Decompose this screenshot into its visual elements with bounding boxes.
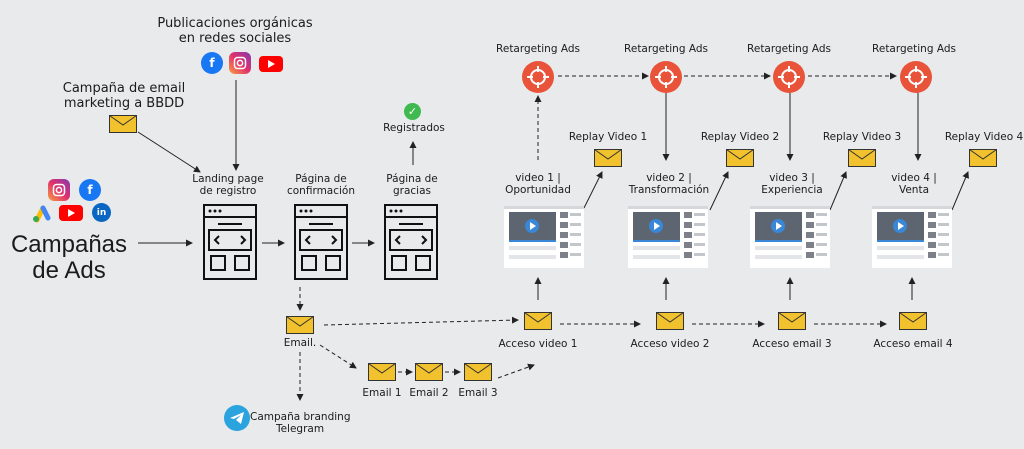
telegram-label-line1: Campaña branding [250, 411, 351, 423]
confirm-label-line2: confirmación [286, 185, 356, 197]
telegram-label: Campaña branding Telegram [250, 411, 351, 435]
mail-icon [656, 312, 684, 330]
retargeting-label-1: Retargeting Ads [496, 43, 580, 55]
email-3-label: Email 3 [458, 387, 498, 399]
registered-label: Registrados [383, 122, 445, 134]
retargeting-label-2: Retargeting Ads [624, 43, 708, 55]
email-1-label: Email 1 [362, 387, 402, 399]
ads-title: Campañas de Ads [6, 232, 132, 284]
landing-label: Landing page de registro [186, 173, 270, 197]
landing-label-line2: de registro [199, 185, 257, 197]
telegram-icon [224, 405, 250, 431]
thanks-page-icon [384, 204, 438, 280]
target-icon [773, 61, 805, 93]
landing-page-icon [203, 204, 257, 280]
thanks-label-line1: Página de [386, 173, 438, 185]
instagram-icon [48, 179, 70, 201]
video-page-thumbnail [750, 206, 830, 268]
email-campaign-line2: marketing a BBDD [63, 96, 185, 111]
youtube-icon [259, 56, 283, 72]
video-label-4-line1: video 4 | [891, 172, 937, 184]
video-label-2-line2: Transformación [628, 184, 710, 196]
ads-title-line2: de Ads [32, 257, 106, 284]
youtube-icon [59, 205, 83, 221]
video-label-4-line2: Venta [898, 184, 930, 196]
mail-icon [778, 312, 806, 330]
facebook-icon: f [79, 179, 101, 201]
video-label-2: video 2 | Transformación [624, 172, 714, 196]
email-campaign-label: Campaña de email marketing a BBDD [50, 81, 198, 111]
mail-icon [524, 312, 552, 330]
instagram-icon [229, 52, 251, 74]
replay-label-1: Replay Video 1 [568, 131, 648, 143]
mail-icon [594, 149, 622, 167]
check-icon: ✓ [404, 103, 421, 120]
mail-icon [899, 312, 927, 330]
linkedin-icon: in [92, 203, 111, 222]
mail-icon [286, 316, 314, 334]
thanks-label-line2: gracias [392, 185, 431, 197]
landing-label-line1: Landing page [192, 173, 264, 185]
email-campaign-line1: Campaña de email [62, 81, 186, 96]
replay-label-4: Replay Video 4 [944, 131, 1024, 143]
video-page-thumbnail [628, 206, 708, 268]
telegram-label-line2: Telegram [275, 423, 325, 435]
confirmation-page-icon [294, 204, 348, 280]
email-2-label: Email 2 [409, 387, 449, 399]
organic-title-line2: en redes sociales [178, 31, 292, 46]
google-ads-icon [32, 205, 52, 223]
video-label-1: video 1 | Oportunidad [500, 172, 576, 196]
video-page-thumbnail [872, 206, 952, 268]
target-icon [900, 61, 932, 93]
access-label-1: Acceso video 1 [498, 338, 578, 350]
mail-icon [726, 149, 754, 167]
retargeting-label-3: Retargeting Ads [747, 43, 831, 55]
mail-icon [415, 363, 443, 381]
organic-title: Publicaciones orgánicas en redes sociale… [150, 16, 320, 46]
video-label-3-line2: Experiencia [761, 184, 823, 196]
video-label-1-line1: video 1 | [515, 172, 561, 184]
access-label-4: Acceso email 4 [873, 338, 953, 350]
ads-title-line1: Campañas [10, 231, 128, 258]
thanks-label: Página de gracias [370, 173, 454, 197]
replay-label-3: Replay Video 3 [822, 131, 902, 143]
access-label-2: Acceso video 2 [630, 338, 710, 350]
email-node-label: Email. [283, 337, 317, 349]
replay-label-2: Replay Video 2 [700, 131, 780, 143]
video-label-4: video 4 | Venta [876, 172, 952, 196]
facebook-icon: f [201, 52, 223, 74]
mail-icon [464, 363, 492, 381]
retargeting-label-4: Retargeting Ads [872, 43, 956, 55]
target-icon [522, 61, 554, 93]
mail-icon [969, 149, 997, 167]
video-label-3: video 3 | Experiencia [752, 172, 832, 196]
target-icon [650, 61, 682, 93]
video-page-thumbnail [504, 206, 584, 268]
organic-title-line1: Publicaciones orgánicas [157, 16, 313, 31]
video-label-2-line1: video 2 | [646, 172, 692, 184]
mail-icon [109, 115, 137, 133]
confirm-label-line1: Página de [295, 173, 347, 185]
mail-icon [368, 363, 396, 381]
video-label-1-line2: Oportunidad [505, 184, 571, 196]
video-label-3-line1: video 3 | [769, 172, 815, 184]
access-label-3: Acceso email 3 [752, 338, 832, 350]
confirm-label: Página de confirmación [279, 173, 363, 197]
mail-icon [848, 149, 876, 167]
